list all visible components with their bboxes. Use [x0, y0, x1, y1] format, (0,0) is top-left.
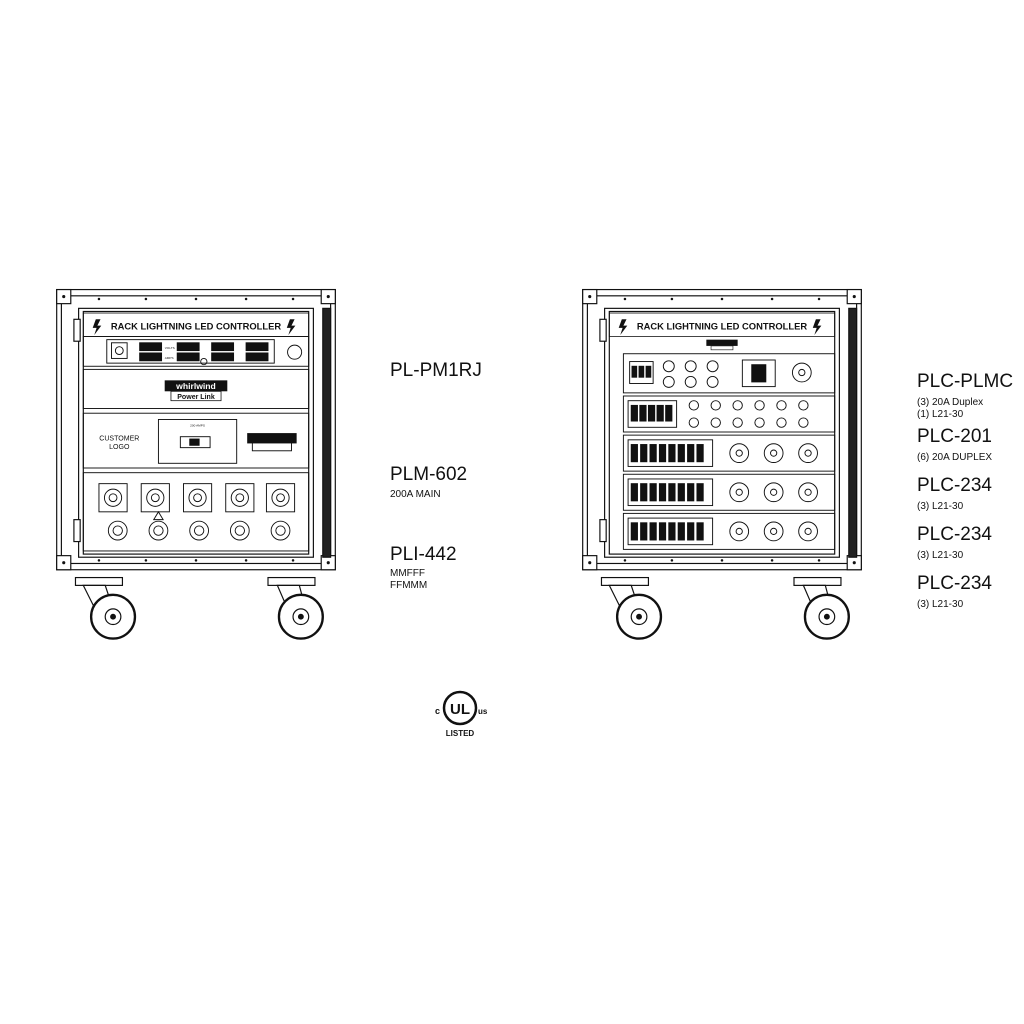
right-plmc-panel	[622, 353, 836, 394]
ul-listed-mark: UL c us LISTED	[435, 690, 488, 738]
label-plm-602-desc: 200A MAIN	[390, 489, 441, 500]
label-plc-234-b: PLC-234	[917, 524, 992, 545]
ul-mark-c: c	[435, 706, 440, 716]
customer-logo-line1: CUSTOMER	[99, 436, 139, 443]
left-rack-title: RACK LIGHTNING LED CONTROLLER	[111, 320, 282, 331]
label-plc-plmc: PLC-PLMC	[917, 371, 1014, 392]
customer-logo-line2: LOGO	[109, 444, 130, 451]
label-plc-234-c-desc: (3) L21-30	[917, 599, 964, 610]
breaker-rating: 200 AMPS	[190, 424, 205, 428]
left-rack-case	[56, 288, 336, 571]
label-pli-442-desc2: FFMMM	[390, 580, 428, 591]
lightning-icon	[618, 319, 628, 335]
ul-mark-text: UL	[450, 701, 470, 718]
right-plc234-panel-a	[622, 434, 836, 472]
label-pli-442-desc1: MMFFF	[390, 568, 425, 579]
left-rack: RACK LIGHTNING LED CONTROLLER VOLTS AMPS…	[56, 288, 336, 640]
right-rack: RACK LIGHTNING LED CONTROLLER	[582, 288, 862, 640]
warning-icon	[152, 510, 164, 521]
label-plm-602: PLM-602	[390, 464, 468, 485]
label-plc-234-a: PLC-234	[917, 475, 992, 496]
right-casters	[600, 576, 850, 640]
meter-amps-label: AMPS	[165, 356, 174, 360]
lightning-icon	[286, 319, 296, 335]
label-plc-201: PLC-201	[917, 426, 992, 447]
label-plc-234-b-desc: (3) L21-30	[917, 550, 964, 561]
label-plc-234-c: PLC-234	[917, 573, 992, 594]
left-brand-panel	[82, 368, 310, 409]
right-plc234-panel-b	[622, 473, 836, 511]
left-casters	[74, 576, 324, 640]
meter-volts-label: VOLTS	[165, 346, 175, 350]
right-plc234-panel-c	[622, 512, 836, 550]
left-meter-panel	[82, 336, 310, 367]
right-title-band	[608, 312, 836, 337]
lightning-icon	[92, 319, 102, 335]
left-main-panel	[82, 412, 310, 469]
right-brand-mark	[706, 339, 738, 346]
ul-mark-us: us	[478, 707, 488, 716]
label-plc-plmc-desc2: (1) L21-30	[917, 409, 964, 420]
label-plc-234-a-desc: (3) L21-30	[917, 501, 964, 512]
ul-mark-listed: LISTED	[446, 729, 475, 738]
label-pl-pm1rj: PL-PM1RJ	[390, 360, 482, 381]
label-pli-442: PLI-442	[390, 544, 457, 565]
lightning-icon	[812, 319, 822, 335]
label-plc-plmc-desc1: (3) 20A Duplex	[917, 397, 984, 408]
label-plc-201-desc1: (6) 20A DUPLEX	[917, 452, 993, 463]
brand-logo-sub: Power Link	[177, 394, 215, 401]
left-connector-panel	[82, 472, 310, 552]
right-plc201-panel	[622, 395, 836, 433]
right-rack-title: RACK LIGHTNING LED CONTROLLER	[637, 320, 808, 331]
brand-logo-text: whirlwind	[175, 381, 216, 391]
